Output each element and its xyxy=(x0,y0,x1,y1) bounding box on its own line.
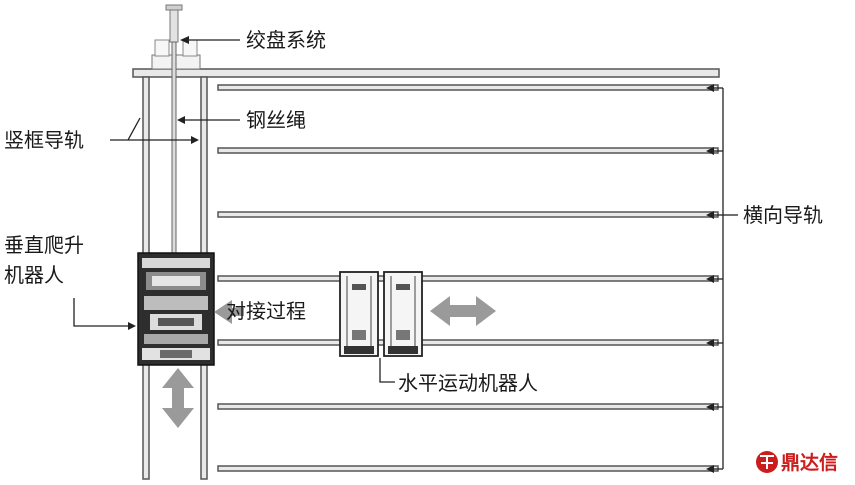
hmr-detail-4 xyxy=(396,330,410,340)
label-wire-rope: 钢丝绳 xyxy=(246,108,306,132)
wire-rope xyxy=(171,41,177,255)
winch-mast-top xyxy=(165,4,183,11)
horizontal-rail-6 xyxy=(217,403,719,410)
vcr-panel-5 xyxy=(158,318,194,326)
label-vertical-robot-line1: 垂直爬升 xyxy=(4,233,84,257)
leader-horizontal-guide-rail xyxy=(706,84,738,473)
horizontal-rail-7 xyxy=(217,465,719,472)
vertical-double-arrow xyxy=(162,368,194,428)
label-horizontal-guide-rail: 横向导轨 xyxy=(743,203,823,227)
vcr-panel-3 xyxy=(144,296,208,310)
horizontal-rail-5 xyxy=(217,339,719,346)
label-horizontal-robot: 水平运动机器人 xyxy=(398,371,538,395)
docking-arrow-left xyxy=(214,300,244,324)
label-vertical-robot-line2: 机器人 xyxy=(4,263,64,287)
horizontal-rail-3 xyxy=(217,211,719,218)
leader-horizontal-robot xyxy=(379,358,395,383)
label-docking-process: 对接过程 xyxy=(226,299,306,323)
horizontal-double-arrow xyxy=(430,296,496,326)
leader-wire-rope xyxy=(177,116,240,124)
horizontal-motion-robot xyxy=(339,271,423,357)
hmr-detail-1 xyxy=(352,284,366,290)
horizontal-rail-1 xyxy=(217,84,719,91)
horizontal-rail-4 xyxy=(217,275,719,282)
label-vertical-guide-rail: 竖框导轨 xyxy=(4,128,84,152)
hmr-wheel-right xyxy=(388,346,418,354)
leader-vertical-robot xyxy=(73,298,136,330)
vcr-panel-6 xyxy=(144,334,208,344)
label-winch-system: 绞盘系统 xyxy=(246,28,326,52)
watermark-text: 鼎达信 xyxy=(781,451,838,474)
hmr-detail-3 xyxy=(352,330,366,340)
winch-body-right xyxy=(182,39,198,57)
hmr-detail-2 xyxy=(396,284,410,290)
vertical-climbing-robot xyxy=(137,252,215,366)
horizontal-guide-rails xyxy=(217,84,719,472)
vcr-panel-7 xyxy=(160,350,192,358)
top-beam xyxy=(132,68,720,78)
winch-mast xyxy=(169,7,179,43)
watermark-logo-mark xyxy=(760,455,774,469)
hmr-wheel-left xyxy=(344,346,374,354)
horizontal-rail-2 xyxy=(217,147,719,154)
leader-vertical-guide-rail xyxy=(110,117,199,144)
vcr-top-band xyxy=(142,258,210,268)
watermark-logo: 鼎达信 xyxy=(756,451,838,474)
leader-winch xyxy=(180,36,240,44)
winch-body-left xyxy=(154,39,170,57)
vcr-panel-2 xyxy=(152,276,200,286)
